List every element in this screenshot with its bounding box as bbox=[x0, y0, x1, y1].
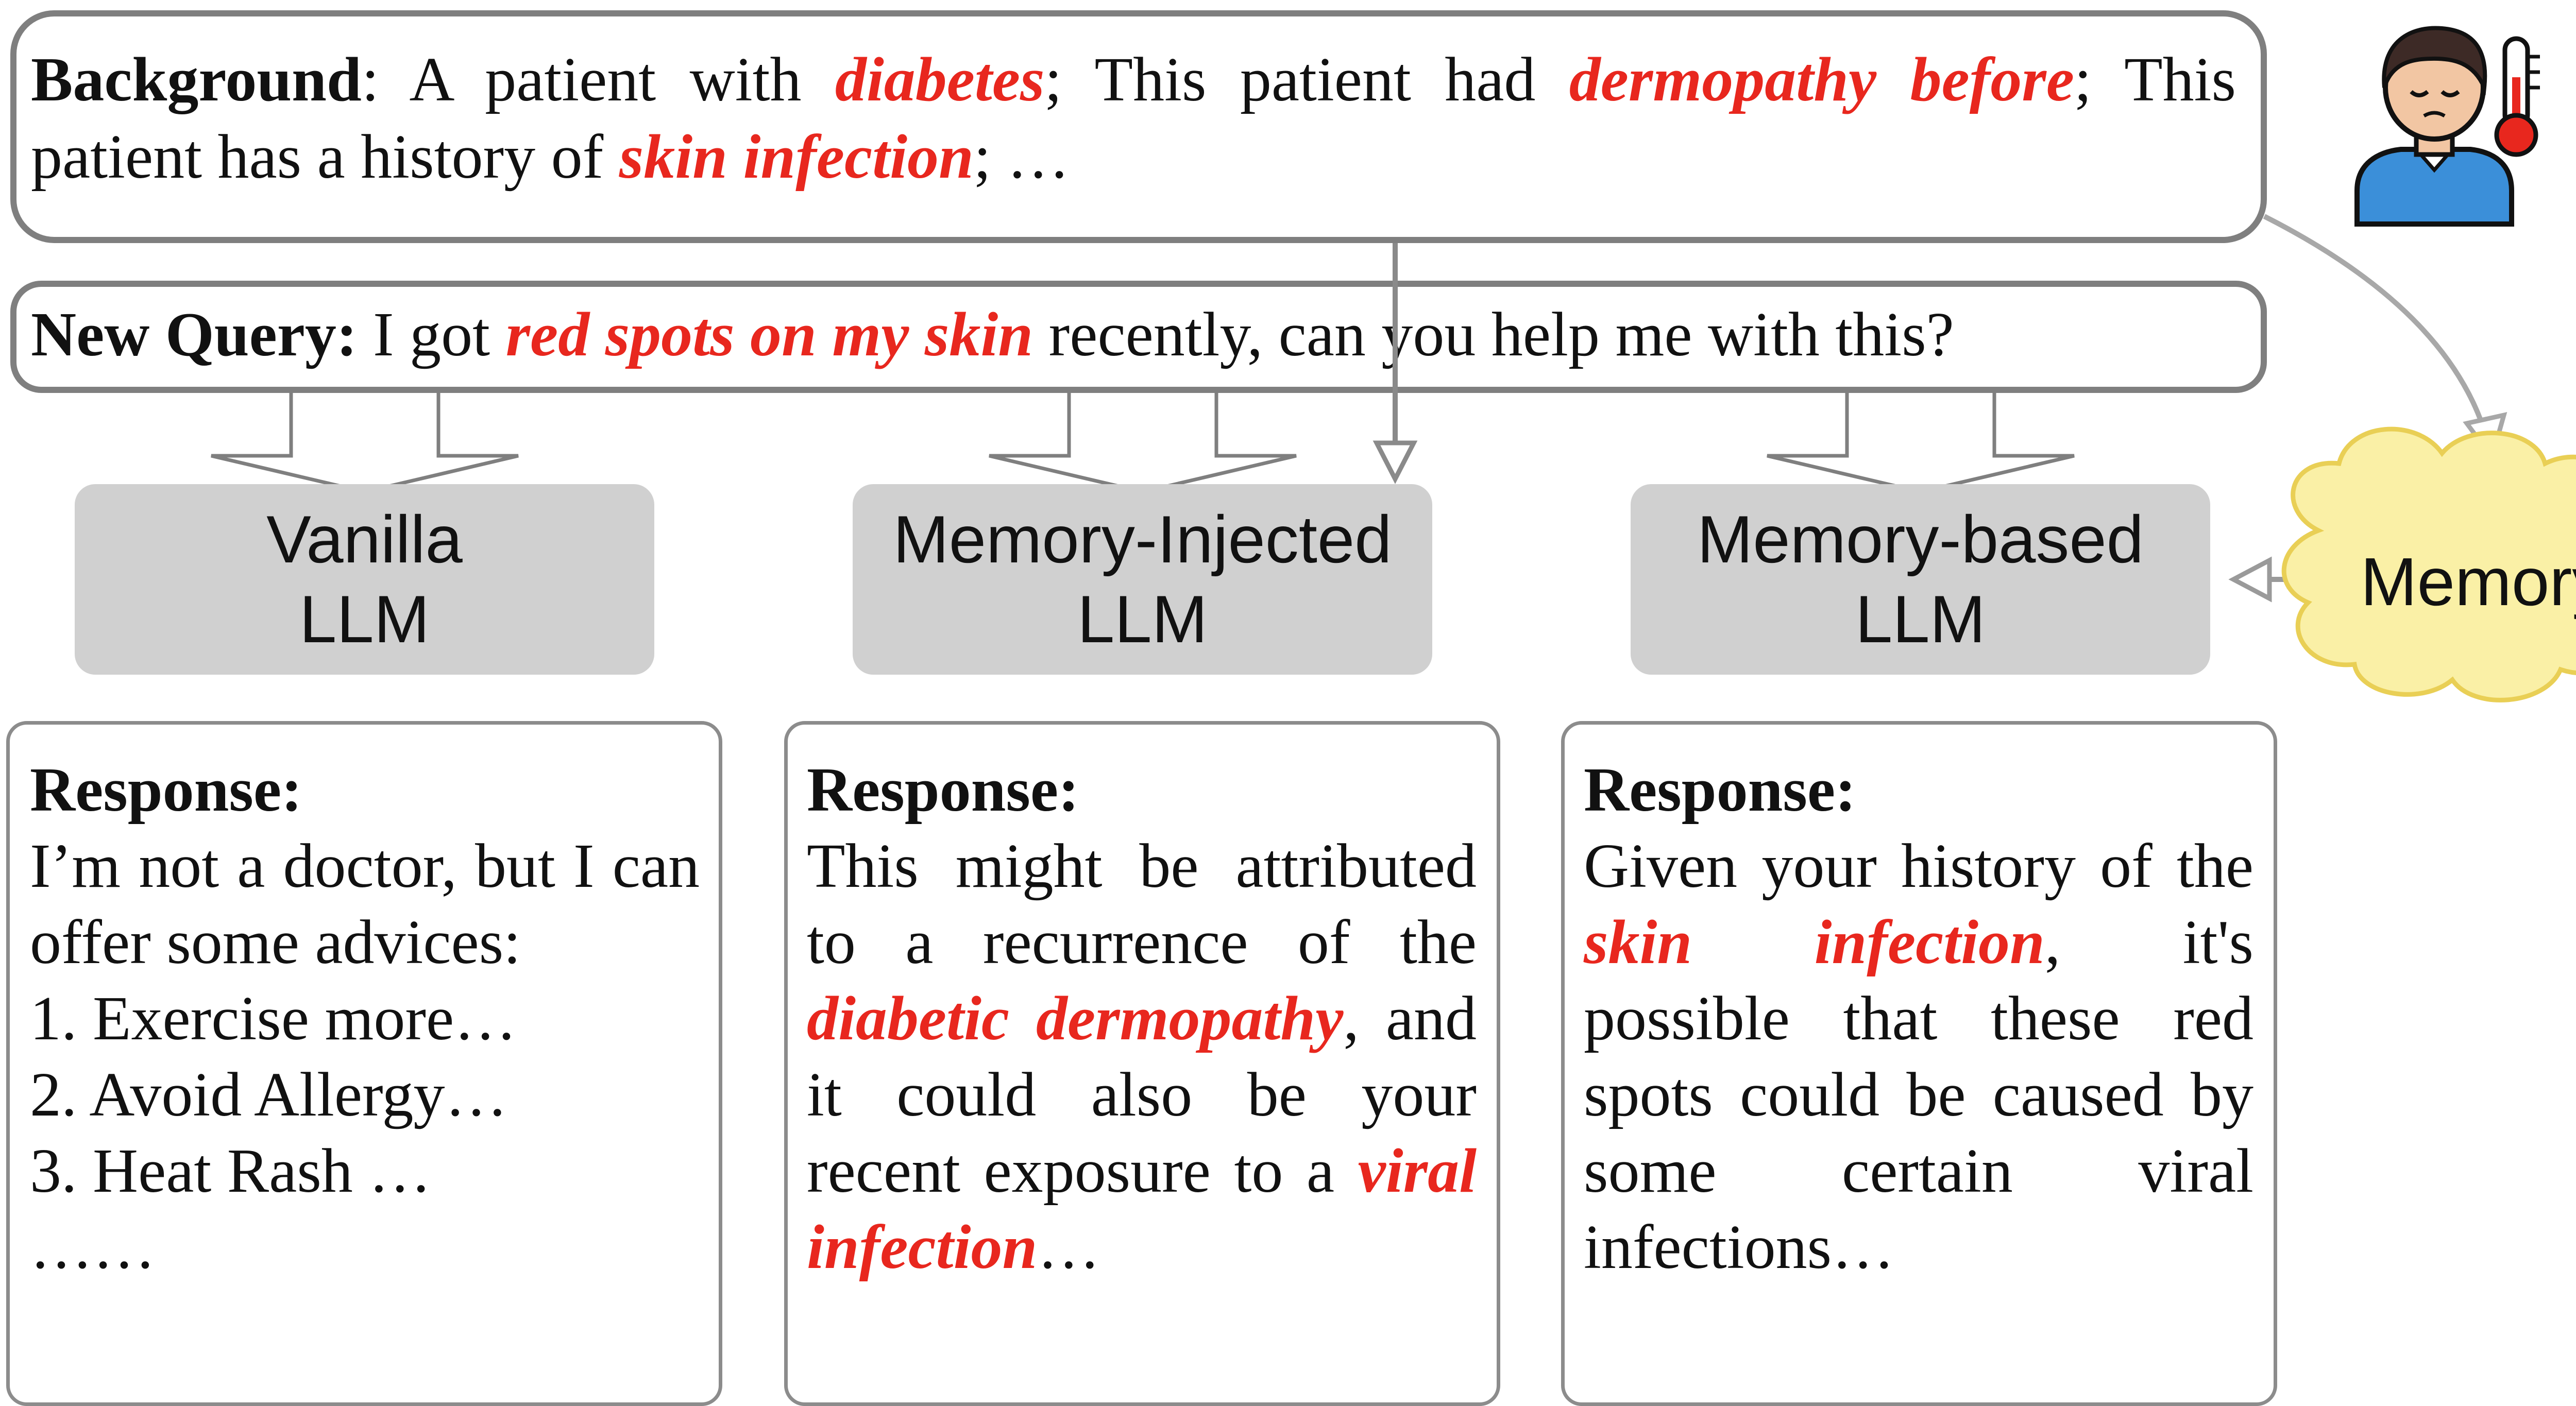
query-text: New Query: I got red spots on my skin re… bbox=[31, 300, 1954, 369]
arrow-to-vanilla bbox=[211, 393, 519, 494]
background-box bbox=[10, 10, 2267, 243]
highlight-dermopathy: dermopathy before bbox=[1569, 45, 2074, 114]
highlight-skin-infection-response: skin infection bbox=[1584, 907, 2045, 977]
background-label: Background bbox=[31, 45, 362, 114]
query-box bbox=[10, 281, 2267, 393]
response-text-vanilla: Response: I’m not a doctor, but I can of… bbox=[30, 755, 700, 1282]
response-text-memory-based: Response:Given your history of the skin … bbox=[1584, 755, 2253, 1282]
response-text-memory-injected: Response:This might be attributed to a r… bbox=[807, 755, 1477, 1282]
response-box-memory-based bbox=[1561, 721, 2277, 1406]
arrow-to-memory-injected bbox=[989, 393, 1297, 494]
thermometer-icon bbox=[2494, 36, 2540, 157]
memory-cloud-icon bbox=[2281, 426, 2576, 702]
highlight-red-spots: red spots on my skin bbox=[505, 300, 1033, 369]
memory-to-llm-arrowhead bbox=[2228, 556, 2272, 603]
response-box-memory-injected bbox=[784, 721, 1500, 1406]
patient-icon bbox=[2354, 26, 2514, 227]
background-text: Background: A patient with diabetes; Thi… bbox=[31, 45, 2236, 192]
injection-arrowhead bbox=[1372, 440, 1418, 484]
memory-curve bbox=[2263, 214, 2488, 436]
query-label: New Query: bbox=[31, 300, 358, 369]
memory-label: Memory bbox=[2360, 544, 2576, 620]
highlight-diabetic-dermopathy: diabetic dermopathy bbox=[807, 984, 1344, 1053]
highlight-viral-infection: viral infection bbox=[807, 1136, 1477, 1282]
response-box-vanilla bbox=[6, 721, 722, 1406]
arrow-to-memory-based bbox=[1767, 393, 2075, 494]
highlight-diabetes: diabetes bbox=[835, 45, 1045, 114]
highlight-skin-infection: skin infection bbox=[619, 122, 974, 192]
